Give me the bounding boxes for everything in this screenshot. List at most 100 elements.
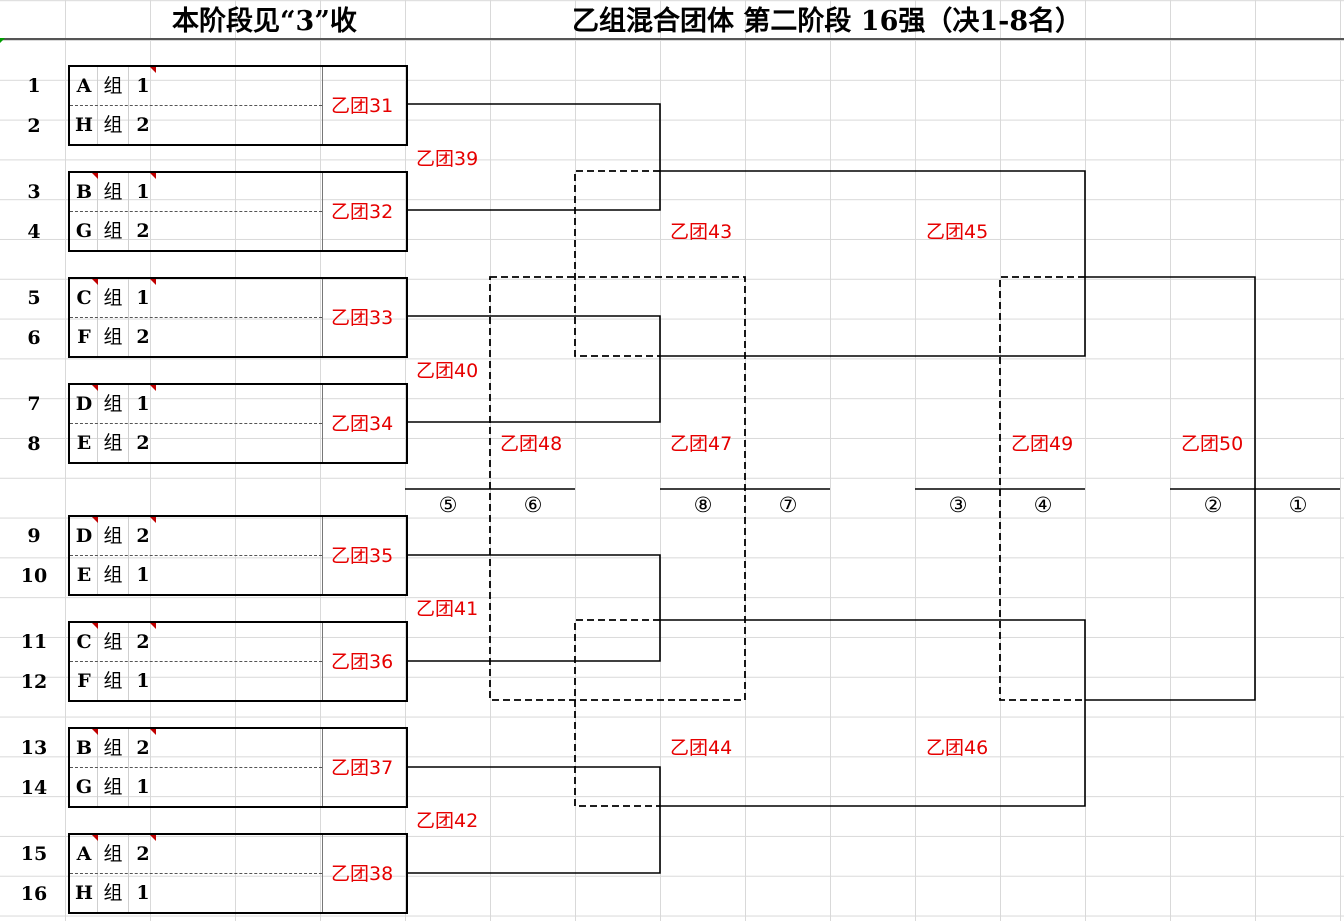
group-rank: 1 (136, 393, 150, 415)
result-divider (322, 517, 323, 594)
match-box-33: C 组 1 F 组 2 (68, 277, 408, 358)
group-label: 组 (103, 843, 123, 865)
group-letter: F (77, 326, 91, 348)
slot-divider (70, 423, 322, 424)
slot-divider (70, 555, 322, 556)
slot[interactable]: D 组 1 (70, 385, 322, 423)
row-number: 12 (20, 671, 48, 693)
slot[interactable]: E 组 1 (70, 556, 322, 594)
bracket-line-dashed (999, 276, 1085, 701)
slot[interactable]: B 组 1 (70, 173, 322, 211)
cell-marker-icon (0, 38, 5, 43)
slot[interactable]: E 组 2 (70, 424, 322, 462)
slot-divider (70, 211, 322, 212)
match-code: 乙团36 (331, 651, 394, 673)
group-label: 组 (103, 631, 123, 653)
match-box-35: D 组 2 E 组 1 (68, 515, 408, 596)
row-number: 8 (27, 433, 41, 455)
row-number: 15 (20, 843, 48, 865)
comment-flag-icon (92, 517, 98, 523)
group-label: 组 (103, 776, 123, 798)
group-letter: C (76, 631, 92, 653)
slot[interactable]: F 组 1 (70, 662, 322, 700)
slot[interactable]: G 组 2 (70, 212, 322, 250)
group-rank: 1 (136, 776, 150, 798)
group-label: 组 (103, 287, 123, 309)
bracket-line-dashed (574, 170, 660, 357)
group-rank: 1 (136, 287, 150, 309)
slot[interactable]: H 组 1 (70, 874, 322, 912)
group-label: 组 (103, 181, 123, 203)
group-rank: 2 (136, 114, 150, 136)
rank-marker: ④ (1033, 493, 1053, 517)
comment-flag-icon (92, 623, 98, 629)
slot[interactable]: G 组 1 (70, 768, 322, 806)
comment-flag-icon (92, 279, 98, 285)
comment-flag-icon (92, 385, 98, 391)
row-number: 11 (20, 631, 48, 653)
rank-marker: ⑤ (438, 493, 458, 517)
bracket-line (406, 103, 661, 211)
group-rank: 2 (136, 631, 150, 653)
bracket-line (660, 619, 1086, 807)
group-rank: 2 (136, 220, 150, 242)
slot[interactable]: A 组 2 (70, 835, 322, 873)
group-letter: D (75, 525, 93, 547)
slot[interactable]: H 组 2 (70, 106, 322, 144)
row-number: 14 (20, 777, 48, 799)
slot[interactable]: F 组 2 (70, 318, 322, 356)
slot[interactable]: C 组 2 (70, 623, 322, 661)
match-code: 乙团31 (331, 95, 394, 117)
group-rank: 1 (136, 181, 150, 203)
row-number: 13 (20, 737, 48, 759)
match-box-32: B 组 1 G 组 2 (68, 171, 408, 252)
match-code: 乙团43 (670, 221, 733, 243)
result-divider (322, 173, 323, 250)
row-number: 2 (27, 115, 41, 137)
match-code: 乙团32 (331, 201, 394, 223)
row-number: 4 (27, 221, 41, 243)
row-number: 1 (27, 75, 41, 97)
group-letter: D (75, 393, 93, 415)
group-rank: 1 (136, 670, 150, 692)
group-label: 组 (103, 393, 123, 415)
group-letter: G (75, 220, 93, 242)
group-letter: B (75, 181, 93, 203)
comment-flag-icon (150, 173, 156, 179)
match-code: 乙团41 (416, 598, 479, 620)
row-number: 16 (20, 883, 48, 905)
group-label: 组 (103, 326, 123, 348)
group-rank: 2 (136, 432, 150, 454)
group-letter: C (76, 287, 92, 309)
group-rank: 2 (136, 525, 150, 547)
group-rank: 2 (136, 737, 150, 759)
match-code: 乙团45 (926, 221, 989, 243)
comment-flag-icon (150, 279, 156, 285)
match-code: 乙团47 (670, 433, 733, 455)
match-code: 乙团50 (1181, 433, 1244, 455)
result-divider (322, 835, 323, 912)
group-label: 组 (103, 882, 123, 904)
slot-divider (70, 767, 322, 768)
comment-flag-icon (92, 173, 98, 179)
bracket-line-dashed (574, 619, 660, 807)
rank-marker: ② (1203, 493, 1223, 517)
match-code: 乙团39 (416, 148, 479, 170)
slot[interactable]: B 组 2 (70, 729, 322, 767)
group-letter: A (76, 843, 92, 865)
slot[interactable]: A 组 1 (70, 67, 322, 105)
slot[interactable]: C 组 1 (70, 279, 322, 317)
group-letter: E (76, 564, 92, 586)
slot[interactable]: D 组 2 (70, 517, 322, 555)
match-code: 乙团42 (416, 810, 479, 832)
comment-flag-icon (92, 729, 98, 735)
group-label: 组 (103, 75, 123, 97)
row-number: 6 (27, 327, 41, 349)
bracket-line (406, 554, 661, 662)
match-code: 乙团46 (926, 737, 989, 759)
group-label: 组 (103, 432, 123, 454)
row-number: 10 (20, 565, 48, 587)
group-letter: B (75, 737, 93, 759)
bracket-line (406, 315, 661, 423)
bracket-line (406, 766, 661, 874)
